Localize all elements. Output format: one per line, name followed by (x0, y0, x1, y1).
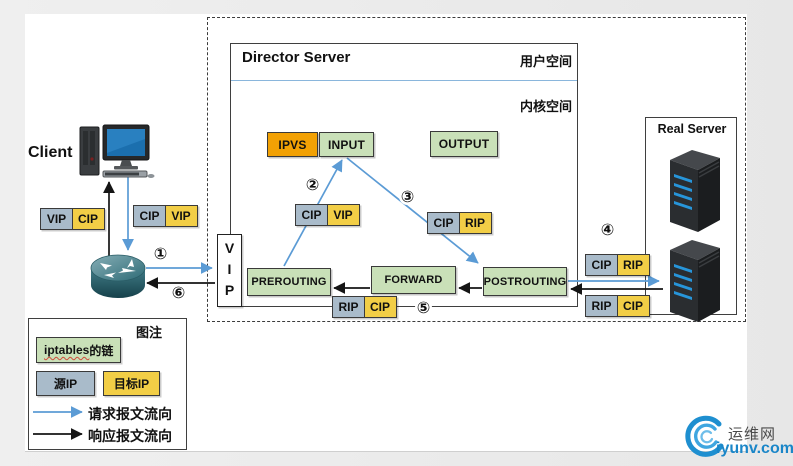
chain-ipvs: IPVS (267, 132, 318, 157)
user-space-label: 用户空间 (519, 54, 572, 69)
logo-site-domain: iyunv.com (716, 440, 793, 457)
packet-label-request-from-client: CIP VIP (133, 205, 198, 227)
server-icon (670, 240, 720, 322)
packet-label-response-from-real-server: RIP CIP (585, 295, 650, 317)
chain-output: OUTPUT (430, 131, 498, 157)
legend-response-flow-label: 响应报文流向 (88, 428, 172, 444)
packet-label-response-at-client: VIP CIP (40, 208, 105, 230)
packet-dst: VIP (164, 205, 198, 227)
packet-label-request-to-real-server: CIP RIP (585, 254, 650, 276)
step-4-badge: ④ (599, 221, 616, 239)
director-server-title: Director Server (242, 49, 351, 66)
chain-prerouting: PREROUTING (247, 268, 331, 296)
packet-src: RIP (332, 296, 365, 318)
chain-postrouting: POSTROUTING (483, 267, 567, 296)
packet-dst: CIP (616, 295, 650, 317)
packet-label-response-in-director: RIP CIP (332, 296, 397, 318)
packet-dst: RIP (458, 212, 492, 234)
legend-source-ip-chip: 源IP (36, 371, 95, 396)
server-icon (670, 150, 720, 232)
router-icon (90, 254, 146, 298)
kernel-space-label: 内核空间 (519, 99, 572, 114)
step-6-badge: ⑥ (170, 284, 187, 302)
packet-label-request-after-ipvs: CIP RIP (427, 212, 492, 234)
step-1-badge: ① (152, 245, 169, 263)
director-server-box (230, 43, 578, 307)
packet-dst: CIP (363, 296, 397, 318)
client-computer-icon (79, 124, 155, 178)
legend-request-flow-label: 请求报文流向 (88, 406, 172, 422)
step-2-badge: ② (304, 176, 321, 194)
step-3-badge: ③ (399, 188, 416, 206)
client-label: Client (28, 144, 73, 161)
packet-label-request-in-director: CIP VIP (295, 204, 360, 226)
packet-dst: VIP (326, 204, 360, 226)
packet-src: RIP (585, 295, 618, 317)
packet-src: CIP (295, 204, 328, 226)
response-flow-arrows (33, 181, 663, 440)
logo-icon (685, 415, 724, 457)
packet-dst: CIP (71, 208, 105, 230)
chain-input: INPUT (319, 132, 374, 157)
legend-chain-suffix: 的链 (89, 343, 114, 358)
packet-dst: RIP (616, 254, 650, 276)
legend-title: 图注 (136, 325, 163, 340)
packet-src: CIP (585, 254, 618, 276)
legend-chain-word: iptables (44, 343, 90, 357)
chain-forward: FORWARD (371, 266, 456, 294)
logo-site-name: 运维网 (728, 426, 777, 443)
step-5-badge: ⑤ (415, 299, 432, 317)
packet-src: CIP (133, 205, 166, 227)
user-kernel-divider-line (231, 80, 577, 81)
legend-dest-ip-chip: 目标IP (103, 371, 160, 396)
vip-node: VIP (217, 234, 242, 307)
director-host-dashed-box (207, 17, 746, 322)
packet-src: VIP (40, 208, 73, 230)
real-server-title: Real Server (657, 122, 727, 136)
packet-src: CIP (427, 212, 460, 234)
